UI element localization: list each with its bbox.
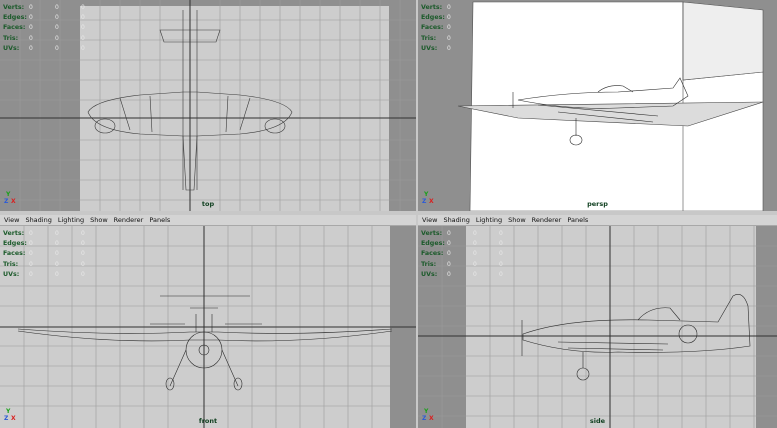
airplane-front-sketch: [17, 295, 393, 391]
edges-label: Edges:: [3, 13, 27, 21]
front-view-canvas: [0, 226, 416, 428]
menu-panels[interactable]: Panels: [149, 216, 171, 224]
viewport-label-persp: persp: [587, 200, 608, 208]
front-panel-menubar: View Shading Lighting Show Renderer Pane…: [0, 215, 416, 226]
menu-view[interactable]: View: [4, 216, 20, 224]
faces-label: Faces:: [3, 24, 26, 32]
viewport-front-pane[interactable]: View Shading Lighting Show Renderer Pane…: [0, 215, 416, 428]
side-panel-menubar: View Shading Lighting Show Renderer Pane…: [418, 215, 777, 226]
menu-panels[interactable]: Panels: [567, 216, 589, 224]
menu-renderer[interactable]: Renderer: [531, 216, 562, 224]
side-view-canvas: [418, 226, 777, 428]
viewport-label-front: front: [198, 417, 218, 425]
menu-lighting[interactable]: Lighting: [57, 216, 85, 224]
top-view-canvas: [0, 0, 416, 211]
menu-shading[interactable]: Shading: [25, 216, 52, 224]
menu-show[interactable]: Show: [90, 216, 108, 224]
viewport-label-side: side: [589, 417, 606, 425]
viewport-persp-pane[interactable]: Verts:0 Edges:0 Faces:0 Tris:0 UVs:0 Y Z…: [418, 0, 777, 211]
menu-renderer[interactable]: Renderer: [113, 216, 144, 224]
persp-view-canvas: [418, 0, 777, 211]
uvs-label: UVs:: [3, 44, 20, 52]
menu-view[interactable]: View: [422, 216, 438, 224]
airplane-side-sketch: [521, 294, 751, 381]
viewport-persp[interactable]: Verts:0 Edges:0 Faces:0 Tris:0 UVs:0 Y Z…: [418, 0, 777, 211]
poly-count-hud-persp: Verts:0 Edges:0 Faces:0 Tris:0 UVs:0: [421, 3, 451, 52]
menu-show[interactable]: Show: [508, 216, 526, 224]
menu-shading[interactable]: Shading: [443, 216, 470, 224]
airplane-persp-sketch: [512, 77, 689, 146]
airplane-top-sketch: [87, 10, 293, 191]
menu-lighting[interactable]: Lighting: [475, 216, 503, 224]
verts-label: Verts:: [3, 3, 25, 11]
tris-label: Tris:: [3, 34, 19, 42]
viewport-side-pane[interactable]: View Shading Lighting Show Renderer Pane…: [418, 215, 777, 428]
viewport-label-top: top: [201, 200, 215, 208]
